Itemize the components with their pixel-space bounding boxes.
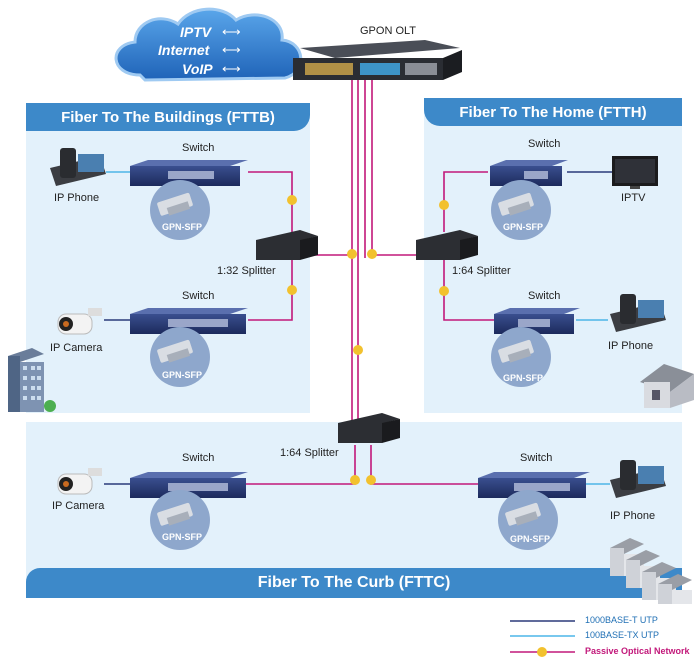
cloud-service-voip: VoIP (182, 61, 213, 77)
sfp-label: GPN-SFP (510, 534, 551, 544)
tv-icon (612, 156, 658, 189)
ip-camera-label: IP Camera (50, 342, 103, 354)
sfp-label: GPN-SFP (503, 222, 544, 232)
switch-label: Switch (528, 138, 561, 150)
pon-badges (287, 195, 449, 485)
switch-icons (130, 160, 590, 498)
legend-lines (510, 620, 575, 657)
sfp-label: GPN-SFP (162, 222, 203, 232)
cloud-icon (114, 7, 303, 82)
switch-label: Switch (182, 290, 215, 302)
fttb-title: Fiber To The Buildings (FTTB) (26, 103, 310, 131)
ip-phone-icons (50, 148, 666, 498)
cloud-service-internet: Internet (158, 42, 210, 58)
ip-phone-label: IP Phone (610, 510, 656, 522)
switch-label: Switch (528, 290, 561, 302)
ip-phone-label: IP Phone (54, 192, 100, 204)
row-houses-icon (610, 538, 692, 604)
splitter-icons (256, 230, 478, 443)
legend-label-pon: Passive Optical Network (585, 646, 690, 656)
switch-label: Switch (520, 452, 553, 464)
ftth-title: Fiber To The Home (FTTH) (424, 98, 682, 126)
ip-camera-label: IP Camera (52, 500, 105, 512)
utp-links (104, 171, 612, 485)
gpon-olt-icon (293, 40, 462, 80)
gpon-olt-label: GPON OLT (360, 25, 417, 37)
ip-camera-icons (57, 308, 102, 495)
cloud-service-iptv: IPTV (180, 24, 212, 40)
sfp-label: GPN-SFP (503, 373, 544, 383)
splitter-label-fttc: 1:64 Splitter (280, 447, 339, 459)
sfp-label: GPN-SFP (162, 532, 203, 542)
legend-label-100base-tx: 100BASE-TX UTP (585, 630, 660, 640)
double-arrow-icon: ⟷ (222, 24, 241, 39)
iptv-label: IPTV (621, 192, 646, 204)
sfp-label: GPN-SFP (162, 370, 203, 380)
switch-label: Switch (182, 142, 215, 154)
switch-label: Switch (182, 452, 215, 464)
double-arrow-icon: ⟷ (222, 61, 241, 76)
ip-phone-label: IP Phone (608, 340, 654, 352)
splitter-label-fttb: 1:32 Splitter (217, 265, 276, 277)
house-icon (640, 364, 694, 408)
fttc-title: Fiber To The Curb (FTTC) (26, 568, 682, 598)
gpn-sfp-icons (150, 180, 558, 550)
legend-label-1000base-t: 1000BASE-T UTP (585, 615, 658, 625)
double-arrow-icon: ⟷ (222, 42, 241, 57)
splitter-label-ftth: 1:64 Splitter (452, 265, 511, 277)
office-building-icon (8, 348, 56, 412)
